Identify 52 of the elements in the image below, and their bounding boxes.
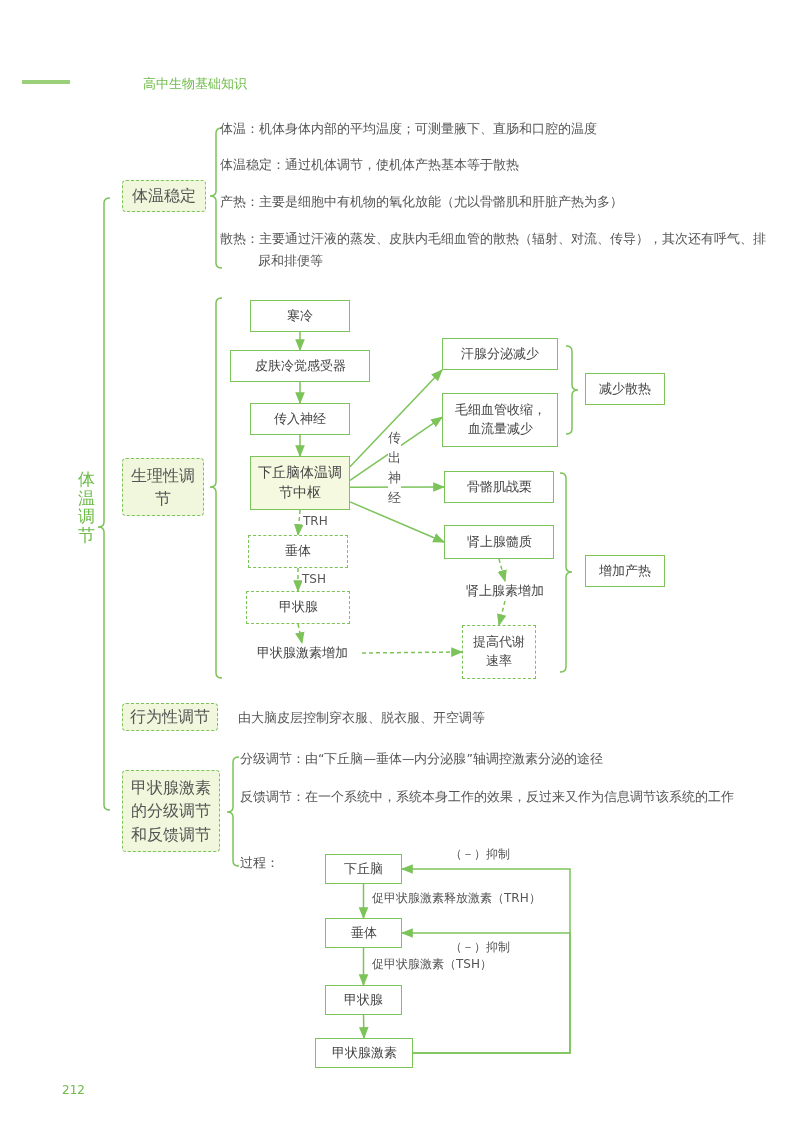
definition-text: 分级调节：由“下丘脑—垂体—内分泌腺”轴调控激素分泌的途径 — [240, 750, 604, 768]
arrow — [358, 883, 369, 920]
page-header: 高中生物基础知识 — [143, 75, 247, 93]
definition-text: 体温：机体身体内部的平均温度；可测量腋下、直肠和口腔的温度 — [220, 120, 598, 138]
process-box: 皮肤冷觉感受器 — [230, 350, 370, 382]
category-box: 生理性调节 — [122, 458, 204, 516]
category-box: 甲状腺激素的分级调节和反馈调节 — [122, 770, 220, 852]
process-box: 甲状腺 — [325, 985, 402, 1015]
process-box: 传入神经 — [250, 403, 350, 435]
arrow — [497, 558, 507, 583]
arrow — [400, 928, 571, 1054]
vertical-title: 体温调节 — [78, 470, 95, 545]
dashed-box: 提高代谢速率 — [462, 625, 536, 679]
process-box: 增加产热 — [585, 555, 665, 587]
arrow — [295, 331, 305, 352]
arrow — [293, 567, 303, 593]
category-box: 行为性调节 — [122, 703, 218, 731]
definition-text: 体温稳定：通过机体调节，使机体产热基本等于散热 — [220, 156, 520, 174]
process-box: 下丘脑 — [325, 854, 402, 884]
process-box: 减少散热 — [585, 373, 665, 405]
arrow — [295, 381, 305, 405]
arrow — [349, 482, 446, 492]
process-box: 垂体 — [325, 918, 402, 948]
arrow — [358, 947, 369, 987]
definition-text: 产热：主要是细胞中有机物的氧化放能（尤以骨骼肌和肝脏产热为多） — [220, 193, 624, 211]
arrow — [496, 600, 507, 627]
dashed-box: 垂体 — [248, 535, 348, 568]
node-text: 肾上腺素增加 — [452, 581, 558, 601]
arrow — [295, 434, 305, 458]
page-number: 212 — [62, 1082, 85, 1099]
node-text: 甲状腺激素增加 — [242, 643, 362, 663]
arrow — [361, 647, 464, 657]
process-box: 汗腺分泌减少 — [442, 338, 558, 370]
arrow — [295, 623, 305, 645]
category-box: 体温稳定 — [122, 180, 206, 212]
definition-text: 散热：主要通过汗液的蒸发、皮肤内毛细血管的散热（辐射、对流、传导），其次还有呼气、排尿和排便等 — [220, 230, 767, 270]
process-label: 过程： — [240, 854, 280, 872]
process-box: 甲状腺激素 — [315, 1038, 413, 1068]
arrow — [349, 416, 443, 482]
process-box: 骨骼肌战栗 — [444, 471, 554, 503]
description-text: 由大脑皮层控制穿衣服、脱衣服、开空调等 — [238, 709, 486, 727]
definition-text: 反馈调节：在一个系统中，系统本身工作的效果，反过来又作为信息调节该系统的工作 — [240, 788, 735, 806]
process-box: 下丘脑体温调节中枢 — [250, 456, 350, 510]
dashed-box: 甲状腺 — [246, 591, 350, 624]
edge-label: TRH — [303, 514, 328, 529]
arrow — [349, 501, 446, 543]
process-box: 肾上腺髓质 — [444, 525, 554, 559]
arrow — [349, 369, 443, 468]
arrow — [294, 509, 304, 537]
process-box: 寒冷 — [250, 300, 350, 332]
process-box: 毛细血管收缩，血流量减少 — [442, 393, 558, 447]
arrow — [358, 1014, 369, 1040]
